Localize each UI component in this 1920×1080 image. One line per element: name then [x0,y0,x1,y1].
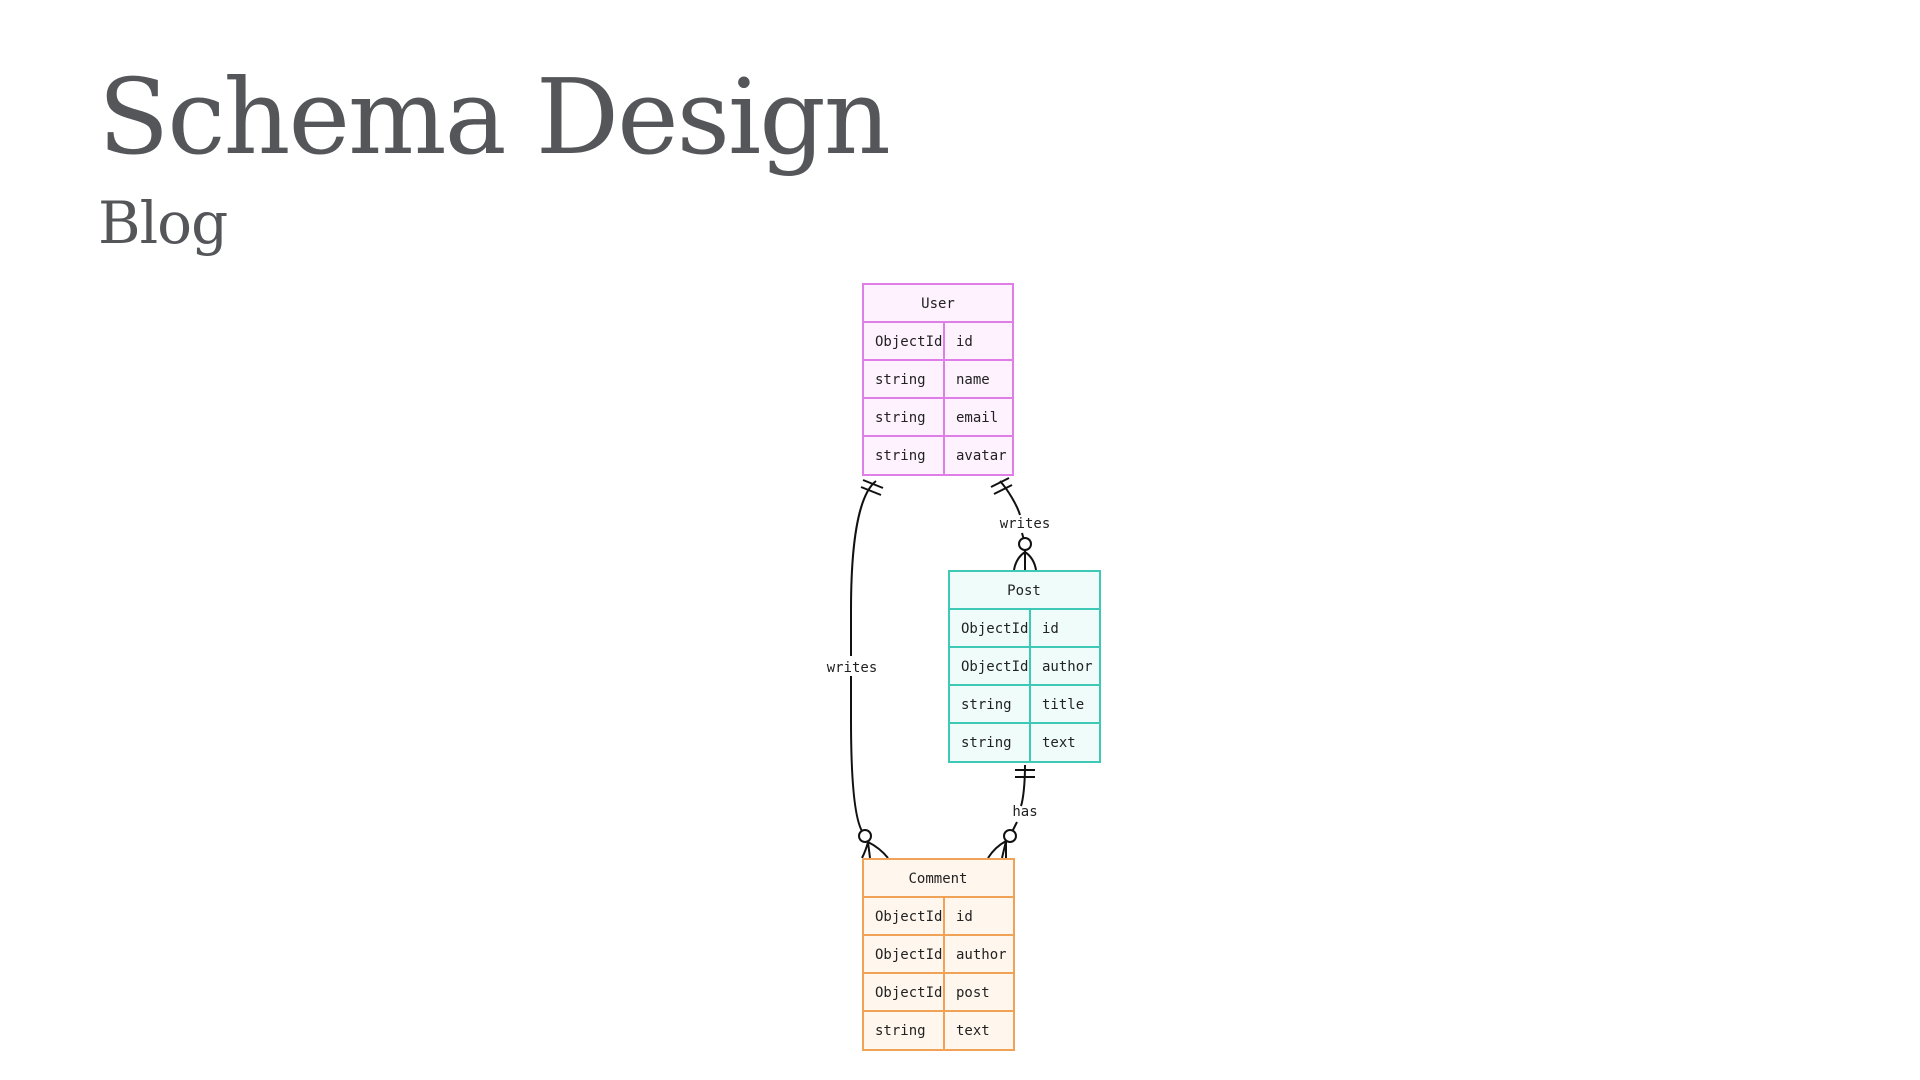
field-name: id [956,909,973,925]
entity-post: Post ObjectId id ObjectId author string … [948,570,1101,763]
field-type: string [961,697,1012,713]
field-name: name [956,372,990,388]
field-name: post [956,985,990,1001]
one-marker [862,479,884,489]
field-type: ObjectId [875,909,942,925]
field-name: avatar [956,448,1007,464]
slide-title: Schema Design [98,56,891,178]
many-marker [987,840,1007,859]
field-type: ObjectId [875,985,942,1001]
zero-marker [858,829,872,843]
field-name: text [956,1023,990,1039]
one-marker [993,484,1013,495]
field-type: string [875,372,926,388]
entity-title: Comment [908,871,967,887]
zero-marker [1003,829,1017,843]
many-marker [861,841,889,859]
label-background [826,656,878,676]
field-name: title [1042,697,1084,713]
field-name: id [956,334,973,350]
entity-user: User ObjectId id string name string emai… [862,283,1014,476]
entity-title: User [921,296,955,312]
entity-background [862,283,1014,476]
zero-marker [1018,537,1032,551]
relationship-user-writes-comment: writes [826,479,889,859]
relationship-user-writes-post: writes [990,477,1051,571]
field-type: ObjectId [961,659,1028,675]
entity-background [948,570,1101,763]
field-name: author [956,947,1007,963]
relationship-label: writes [827,660,878,676]
field-name: author [1042,659,1093,675]
field-name: email [956,410,998,426]
slide-subtitle: Blog [98,189,228,257]
relationship-label: writes [1000,516,1051,532]
one-marker [860,486,882,496]
field-name: id [1042,621,1059,637]
field-type: ObjectId [875,334,942,350]
relationship-label: has [1012,804,1037,820]
field-name: text [1042,735,1076,751]
entity-background [862,858,1015,1051]
field-type: string [875,1023,926,1039]
many-marker [1013,550,1037,571]
field-type: string [875,410,926,426]
field-type: string [875,448,926,464]
entity-title: Post [1007,583,1041,599]
field-type: ObjectId [875,947,942,963]
one-marker [990,477,1010,488]
field-type: ObjectId [961,621,1028,637]
relationship-post-has-comment: has [987,764,1038,859]
field-type: string [961,735,1012,751]
entity-comment: Comment ObjectId id ObjectId author Obje… [862,858,1015,1051]
